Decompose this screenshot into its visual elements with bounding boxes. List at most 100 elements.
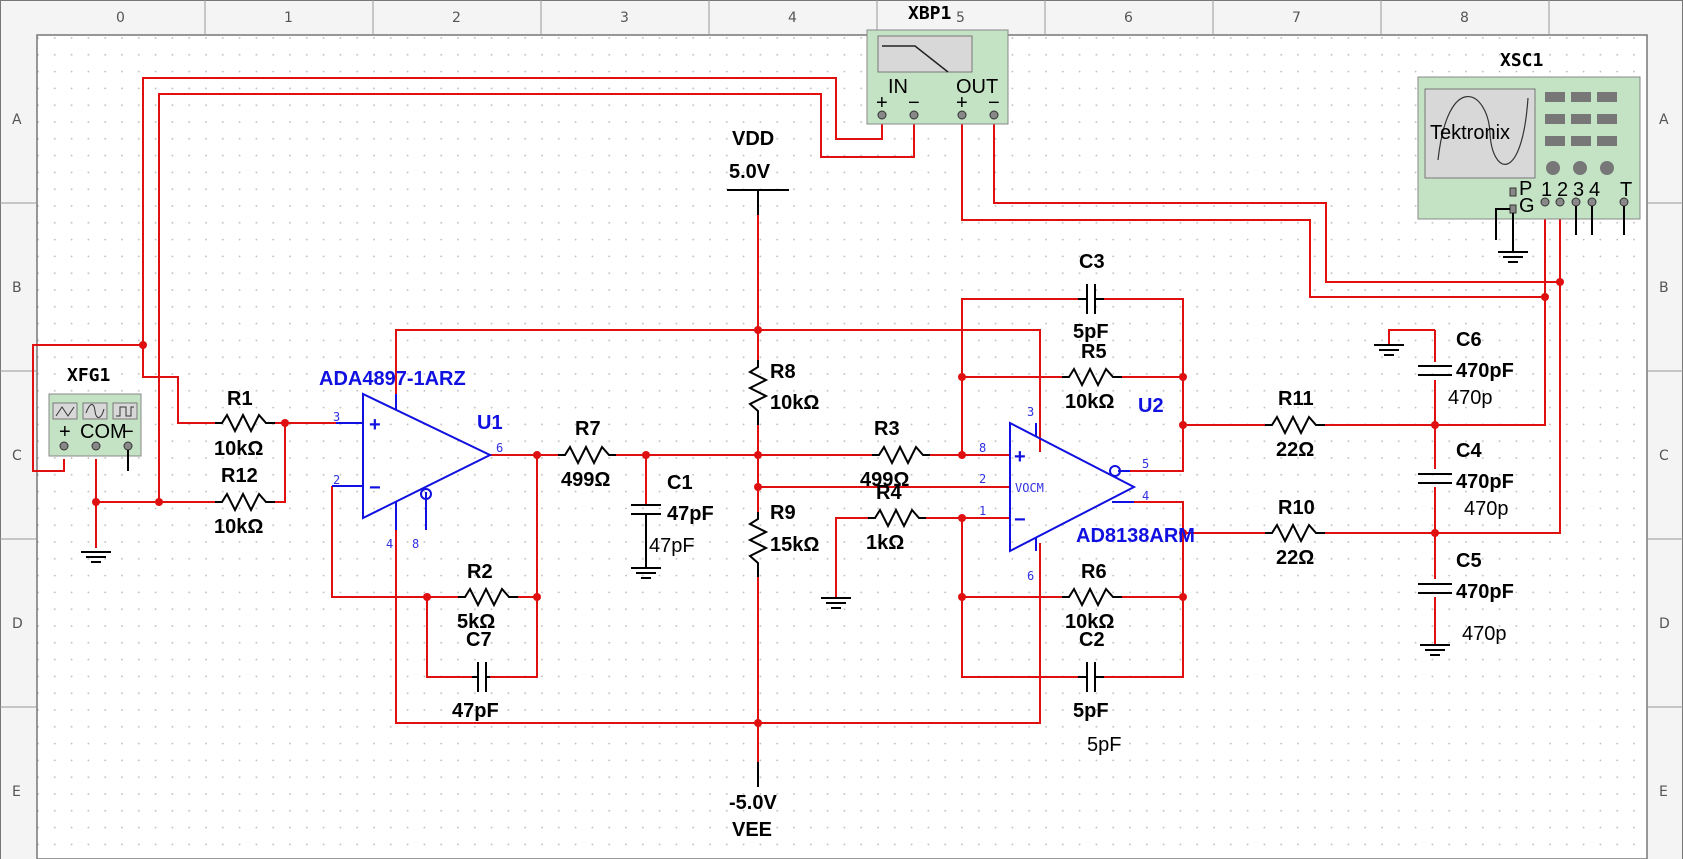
col-0: 0 bbox=[116, 10, 125, 26]
fgen-name: XFG1 bbox=[67, 365, 110, 386]
u2-pin5: 5 bbox=[1142, 457, 1149, 471]
c6-note: 470p bbox=[1448, 387, 1493, 409]
u1-part: ADA4897-1ARZ bbox=[319, 368, 466, 390]
col-5: 5 bbox=[956, 10, 965, 26]
u2-vocm: VOCM bbox=[1015, 481, 1044, 495]
scope-ch2-label: 2 bbox=[1557, 179, 1568, 201]
resistor-r12[interactable]: R12 10kΩ bbox=[214, 465, 275, 538]
opamp-u1[interactable]: + − 3 2 6 4 8 ADA4897-1ARZ U1 bbox=[319, 368, 503, 551]
resistor-r7[interactable]: R7 499Ω bbox=[558, 418, 616, 491]
resistor-r6[interactable]: R6 10kΩ bbox=[1062, 561, 1122, 633]
col-7: 7 bbox=[1292, 10, 1301, 26]
bode-out-plus: + bbox=[956, 92, 968, 114]
r3-value: 499Ω bbox=[860, 469, 909, 491]
u1-pin2: 2 bbox=[333, 473, 340, 487]
r7-name: R7 bbox=[575, 418, 601, 440]
c3-name: C3 bbox=[1079, 251, 1105, 273]
oscilloscope[interactable]: Tektronix XSC1 P G 1 2 3 4 T bbox=[1417, 50, 1641, 263]
r5-name: R5 bbox=[1081, 341, 1107, 363]
r2-value: 5kΩ bbox=[457, 611, 495, 633]
scope-ch3-label: 3 bbox=[1573, 179, 1584, 201]
row-a-right: A bbox=[1659, 112, 1669, 128]
col-1: 1 bbox=[284, 10, 293, 26]
triangle-wave-icon bbox=[55, 406, 75, 417]
c5-value: 470pF bbox=[1456, 581, 1514, 603]
r12-name: R12 bbox=[221, 465, 258, 487]
resistor-r5[interactable]: R5 10kΩ bbox=[1062, 341, 1122, 413]
r6-name: R6 bbox=[1081, 561, 1107, 583]
bode-plotter[interactable]: XBP1 IN OUT + − + − bbox=[866, 3, 1009, 125]
resistor-r2[interactable]: R2 5kΩ bbox=[457, 561, 518, 633]
vdd-name: VDD bbox=[732, 128, 774, 150]
r5-value: 10kΩ bbox=[1065, 391, 1114, 413]
u2-pin2: 2 bbox=[979, 472, 986, 486]
resistor-r11[interactable]: R11 22Ω bbox=[1265, 388, 1325, 461]
capacitor-c3[interactable]: C3 5pF bbox=[1073, 251, 1109, 343]
ground-icon-r4 bbox=[821, 597, 851, 609]
wires[interactable] bbox=[32, 77, 1561, 785]
bode-curve-icon bbox=[882, 45, 949, 73]
bode-out-minus: − bbox=[988, 92, 1000, 114]
scope-name: XSC1 bbox=[1500, 50, 1543, 71]
capacitor-c4[interactable]: C4 470pF 470p bbox=[1418, 440, 1514, 520]
c1-note: 47pF bbox=[649, 535, 695, 557]
bode-in-label: IN bbox=[888, 76, 908, 98]
r9-value: 15kΩ bbox=[770, 534, 819, 556]
r6-value: 10kΩ bbox=[1065, 611, 1114, 633]
vdd-value: 5.0V bbox=[729, 161, 771, 183]
opamp-u2[interactable]: + − VOCM 8 2 1 3 6 5 4 U2 AD8138ARM bbox=[979, 395, 1195, 583]
scope-buttons bbox=[1545, 92, 1617, 175]
r4-name: R4 bbox=[876, 482, 902, 504]
r2-name: R2 bbox=[467, 561, 493, 583]
c6-name: C6 bbox=[1456, 329, 1482, 351]
u2-pin3: 3 bbox=[1027, 405, 1034, 419]
capacitor-c5[interactable]: C5 470pF 470p bbox=[1418, 550, 1514, 645]
vee-supply[interactable]: -5.0V VEE bbox=[729, 762, 777, 841]
u2-pin6: 6 bbox=[1027, 569, 1034, 583]
col-2: 2 bbox=[452, 10, 461, 26]
r4-value: 1kΩ bbox=[866, 532, 904, 554]
capacitor-c1[interactable]: C1 47pF 47pF bbox=[631, 472, 714, 568]
c2-value: 5pF bbox=[1073, 700, 1109, 722]
scope-brand: Tektronix bbox=[1430, 122, 1510, 144]
u2-pin4: 4 bbox=[1142, 489, 1149, 503]
c4-note: 470p bbox=[1464, 498, 1509, 520]
c5-note: 470p bbox=[1462, 623, 1507, 645]
resistor-r4[interactable]: R4 1kΩ bbox=[866, 482, 926, 554]
bode-in-minus: − bbox=[908, 92, 920, 114]
u1-ref: U1 bbox=[477, 412, 503, 434]
scope-ch1-label: 1 bbox=[1541, 179, 1552, 201]
scope-g-label: G bbox=[1519, 195, 1535, 217]
c2-note: 5pF bbox=[1087, 734, 1121, 756]
capacitor-c7[interactable]: C7 47pF bbox=[452, 629, 499, 722]
r9-name: R9 bbox=[770, 502, 796, 524]
col-8: 8 bbox=[1460, 10, 1469, 26]
resistor-r3[interactable]: R3 499Ω bbox=[860, 418, 930, 491]
row-ruler: A B C D E A B C D E bbox=[12, 112, 1670, 800]
resistor-r9[interactable]: R9 15kΩ bbox=[747, 502, 819, 577]
resistor-r1[interactable]: R1 10kΩ bbox=[214, 388, 275, 460]
fgen-com-label: COM bbox=[80, 421, 127, 443]
bode-in-plus: + bbox=[876, 92, 888, 114]
u1-pin6: 6 bbox=[496, 441, 503, 455]
capacitor-c6[interactable]: C6 470pF 470p bbox=[1418, 329, 1514, 409]
r1-name: R1 bbox=[227, 388, 253, 410]
scope-ch4-label: 4 bbox=[1589, 179, 1600, 201]
capacitor-c2[interactable]: C2 5pF 5pF bbox=[1073, 629, 1121, 756]
c4-name: C4 bbox=[1456, 440, 1482, 462]
fgen-minus-label: − bbox=[122, 421, 134, 443]
resistor-r8[interactable]: R8 10kΩ bbox=[747, 360, 819, 425]
scope-waveform-icon bbox=[1437, 96, 1529, 165]
u2-pin8: 8 bbox=[979, 441, 986, 455]
vdd-supply[interactable]: VDD 5.0V bbox=[727, 128, 789, 215]
u2-part: AD8138ARM bbox=[1076, 525, 1195, 547]
resistor-r10[interactable]: R10 22Ω bbox=[1265, 497, 1325, 569]
function-generator[interactable]: XFG1 + COM − bbox=[48, 365, 142, 471]
u2-ref: U2 bbox=[1138, 395, 1164, 417]
row-d-left: D bbox=[12, 616, 23, 632]
scope-p-label: P bbox=[1519, 178, 1532, 200]
r10-value: 22Ω bbox=[1276, 547, 1314, 569]
c4-value: 470pF bbox=[1456, 471, 1514, 493]
